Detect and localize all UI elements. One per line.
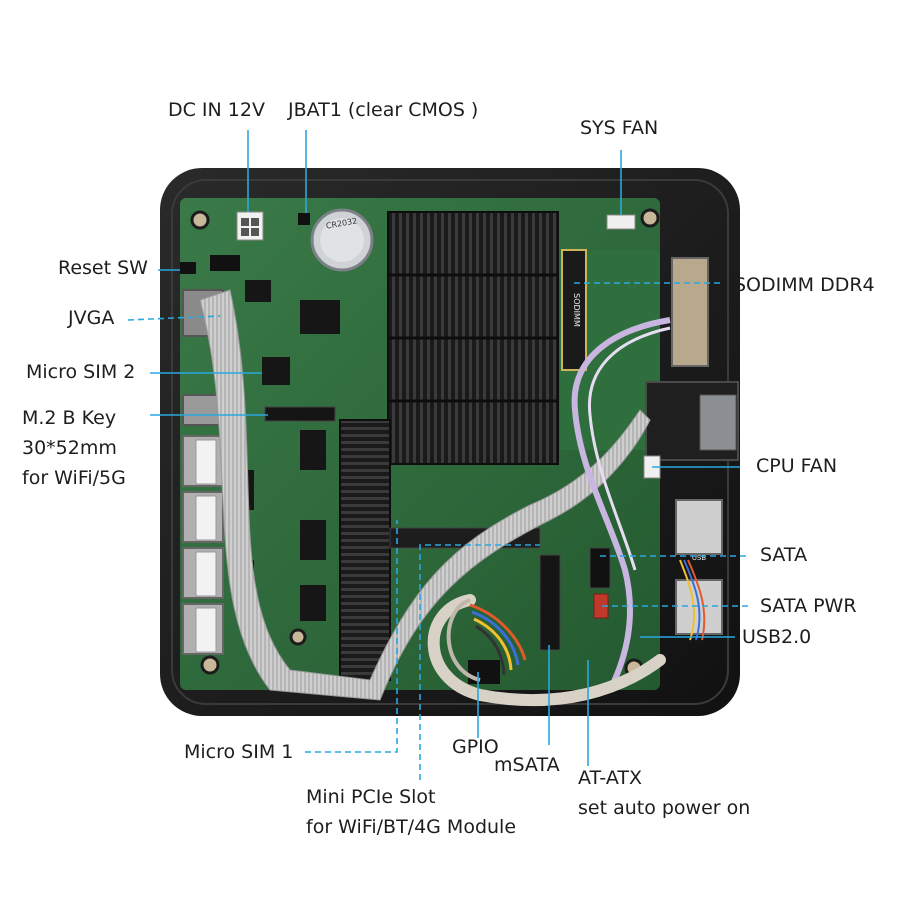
label-m2-line3: for WiFi/5G xyxy=(22,467,126,489)
m2-slot xyxy=(264,406,336,422)
label-minipcie-line1: Mini PCIe Slot xyxy=(306,786,436,808)
gpio-header xyxy=(468,660,500,684)
leader-jvga xyxy=(127,315,221,321)
sodimm-silk: SODIMM xyxy=(572,293,581,327)
leader-micro-sim1 xyxy=(305,520,398,753)
label-m2-line2: 30*52mm xyxy=(22,437,117,459)
label-sata-pwr: SATA PWR xyxy=(760,595,857,617)
label-at-atx-line2: set auto power on xyxy=(578,797,751,819)
sodimm-slot: SODIMM xyxy=(561,249,587,371)
label-micro-sim1: Micro SIM 1 xyxy=(184,741,294,763)
lan-transformers xyxy=(195,439,217,653)
label-gpio: GPIO xyxy=(452,736,499,758)
msata-slot xyxy=(539,554,561,651)
label-jvga: JVGA xyxy=(68,307,115,329)
leader-lines xyxy=(127,130,750,780)
ribbon-cable xyxy=(199,289,651,701)
label-cpu-fan: CPU FAN xyxy=(756,455,838,477)
sata-connector xyxy=(589,547,611,589)
reset-sw-header xyxy=(180,262,196,274)
label-jbat1: JBAT1 (clear CMOS ) xyxy=(288,99,479,121)
usb-silk: USB xyxy=(692,554,707,562)
label-dc-in: DC IN 12V xyxy=(168,99,265,121)
gpio-top-header xyxy=(210,255,240,271)
label-micro-sim2: Micro SIM 2 xyxy=(26,361,136,383)
sys-fan-connector xyxy=(606,214,636,230)
label-reset-sw: Reset SW xyxy=(58,257,148,279)
label-usb2: USB2.0 xyxy=(742,626,812,648)
usb-wires xyxy=(679,559,706,641)
leader-minipcie xyxy=(419,544,540,780)
label-m2-line1: M.2 B Key xyxy=(22,407,117,429)
heatsink xyxy=(339,211,559,681)
color-wires xyxy=(469,603,527,676)
label-sata: SATA xyxy=(760,544,808,566)
label-sys-fan: SYS FAN xyxy=(580,117,659,139)
dc-in-connector xyxy=(236,211,264,241)
label-sodimm: SODIMM DDR4 xyxy=(734,274,875,296)
jbat-jumper xyxy=(298,213,310,225)
sodimm-wires xyxy=(571,317,671,692)
label-at-atx-line1: AT-ATX xyxy=(578,767,642,789)
cmos-battery: CR2032 xyxy=(310,208,374,272)
label-msata: mSATA xyxy=(494,754,560,776)
coiled-cable xyxy=(427,594,666,707)
label-minipcie-line2: for WiFi/BT/4G Module xyxy=(306,816,517,838)
right-io: USB xyxy=(645,257,739,635)
